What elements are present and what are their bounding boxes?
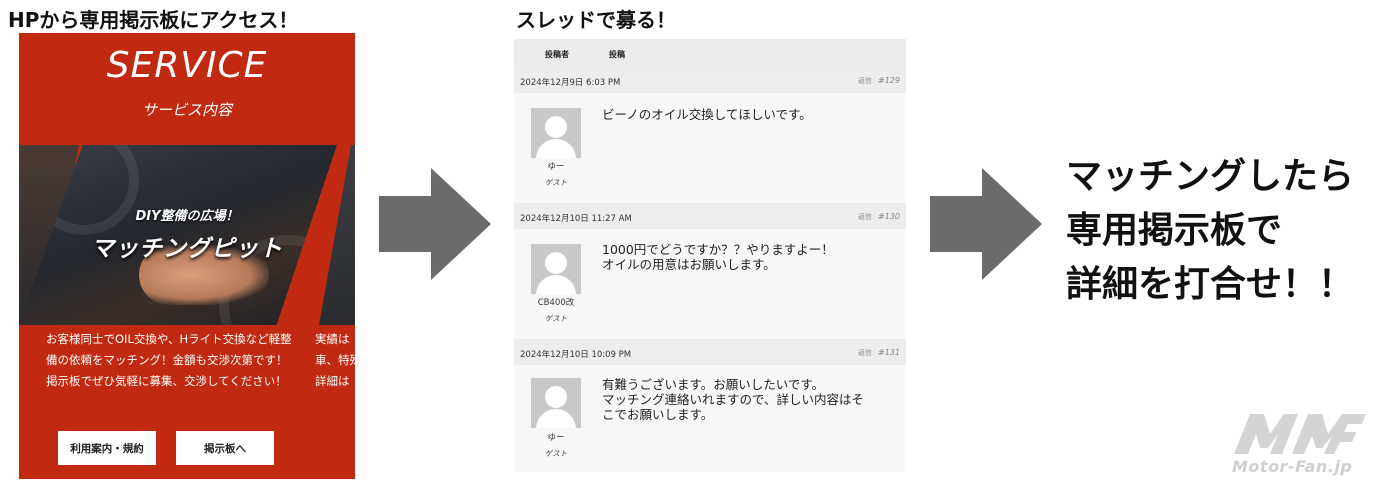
arrow-right-icon bbox=[379, 168, 491, 280]
post-message: 有難うございます。お願いしたいです。 マッチング連絡いれますので、詳しい内容はそ… bbox=[602, 377, 865, 422]
service-subtitle: サービス内容 bbox=[141, 101, 232, 119]
post-date: 2024年12月9日 6:03 PM bbox=[520, 78, 621, 88]
forum-header: 投稿者 投稿 bbox=[514, 39, 906, 67]
terms-button[interactable]: 利用案内・規約 bbox=[58, 431, 156, 465]
post-username[interactable]: CB400改 bbox=[537, 298, 575, 308]
post-username[interactable]: ゆー bbox=[547, 433, 565, 443]
post-message: 1000円でどうですか？？やりますよー！ オイルの用意はお願いします。 bbox=[602, 242, 834, 272]
service-panel: SERVICE サービス内容 DIY整備の広場！ マッチングピット お客様同士で… bbox=[19, 33, 355, 479]
caption-thread-recruit: スレッドで募る！ bbox=[516, 8, 676, 32]
summary-line-2: 専用掲示板で bbox=[1066, 210, 1283, 251]
header-poster: 投稿者 bbox=[545, 50, 569, 59]
motor-fan-logo-icon bbox=[1234, 414, 1366, 454]
post-meta-bar: 2024年12月10日 11:27 AM 返信 #130 bbox=[514, 203, 906, 229]
reply-link[interactable]: 返信 bbox=[858, 213, 872, 221]
post-username[interactable]: ゆー bbox=[547, 162, 565, 172]
avatar bbox=[531, 244, 581, 294]
post-user-role: ゲスト bbox=[544, 449, 568, 458]
avatar bbox=[531, 378, 581, 428]
post-meta-bar: 2024年12月9日 6:03 PM 返信 #129 bbox=[514, 67, 906, 93]
reply-link[interactable]: 返信 bbox=[858, 349, 872, 357]
post-user-role: ゲスト bbox=[544, 178, 568, 187]
summary-line-3: 詳細を打合せ！！ bbox=[1066, 264, 1355, 305]
reply-link[interactable]: 返信 bbox=[858, 77, 872, 85]
summary-line-1: マッチングしたら bbox=[1066, 156, 1355, 197]
logo-wordmark: Motor-Fan.jp bbox=[1232, 457, 1353, 476]
post-number[interactable]: #130 bbox=[878, 212, 900, 221]
service-description: お客様同士でOIL交換や、Hライト交換など軽整備の依頼をマッチング！金額も交渉次… bbox=[46, 332, 292, 388]
post-message: ビーノのオイル交換してほしいです。 bbox=[602, 107, 812, 122]
caption-hp-access: HPから専用掲示板にアクセス！ bbox=[8, 8, 299, 32]
arrow-right-icon bbox=[930, 168, 1042, 280]
post-number[interactable]: #129 bbox=[878, 76, 900, 85]
forum-thread: 投稿者 投稿 2024年12月9日 6:03 PM 返信 #129 ゆー ゲスト… bbox=[514, 39, 906, 472]
post-user-role: ゲスト bbox=[544, 314, 568, 323]
avatar bbox=[531, 108, 581, 158]
post-date: 2024年12月10日 10:09 PM bbox=[520, 350, 632, 360]
matching-summary-text: マッチングしたら 専用掲示板で 詳細を打合せ！！ bbox=[1066, 150, 1354, 312]
hero-image bbox=[19, 145, 337, 325]
header-post: 投稿 bbox=[609, 50, 625, 59]
board-button[interactable]: 掲示板へ bbox=[176, 431, 274, 465]
service-description-cutoff: 実績は 車、特殊 詳細は bbox=[315, 332, 355, 388]
post-number[interactable]: #131 bbox=[878, 348, 900, 357]
post-meta-bar: 2024年12月10日 10:09 PM 返信 #131 bbox=[514, 339, 906, 365]
hero-name: マッチングピット bbox=[91, 236, 283, 262]
hero-tagline: DIY整備の広場！ bbox=[135, 209, 239, 224]
post-date: 2024年12月10日 11:27 AM bbox=[520, 214, 632, 224]
handshake-image bbox=[139, 245, 269, 305]
service-title: SERVICE bbox=[106, 45, 268, 86]
